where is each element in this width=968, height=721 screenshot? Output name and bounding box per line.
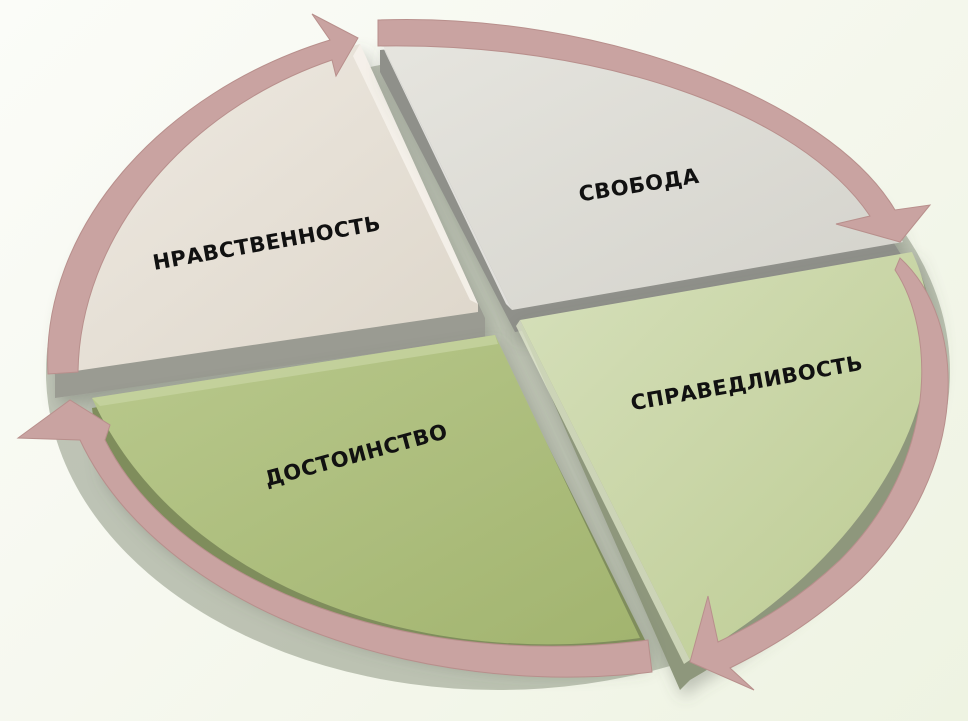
arrow-top-to-right xyxy=(377,18,932,243)
arrow-left-to-top xyxy=(47,13,359,375)
sector-top-left xyxy=(53,44,486,398)
sector-bottom-right xyxy=(516,252,935,690)
sector-top-left-face xyxy=(53,44,479,374)
cycle-arrows xyxy=(16,13,949,691)
arrow-bottom-to-left xyxy=(16,399,653,678)
sector-bottom-right-face xyxy=(520,252,930,660)
sector-bottom-right-bevel xyxy=(516,320,690,664)
sector-top-right xyxy=(380,37,905,332)
arrow-right-to-bottom xyxy=(689,257,949,691)
sector-top-right-bevel xyxy=(380,40,512,310)
sector-top-right-face xyxy=(380,37,903,310)
sector-bottom-left-bevel xyxy=(92,335,498,406)
sector-bottom-left-face xyxy=(92,335,640,645)
sector-top-left-bevel xyxy=(353,44,478,304)
